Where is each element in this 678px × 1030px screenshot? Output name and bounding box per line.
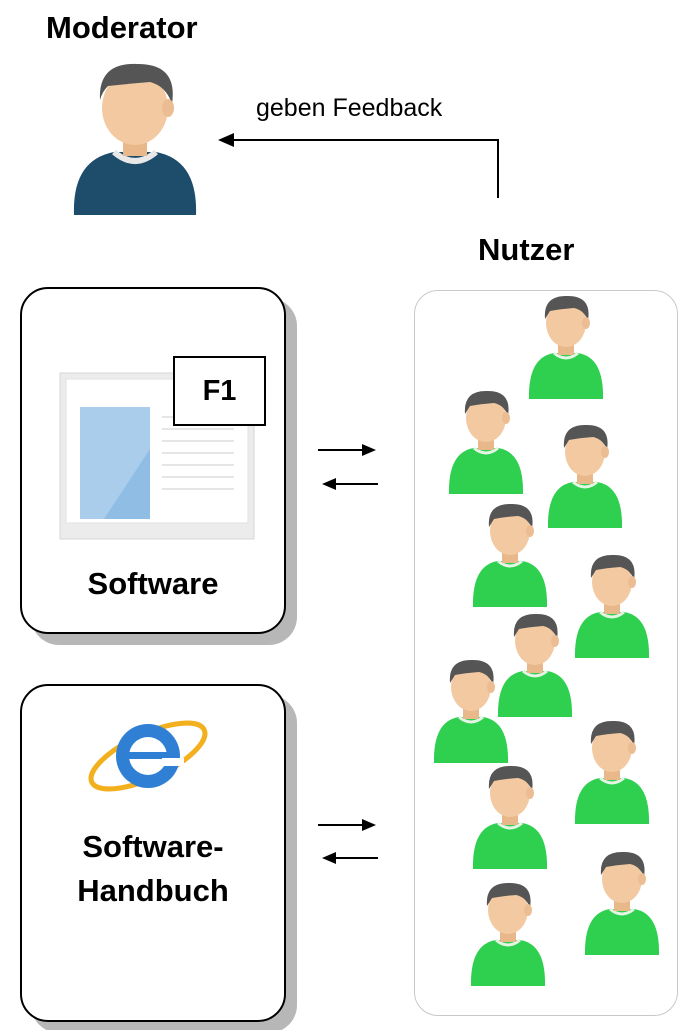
user-figure [433, 659, 509, 763]
user-figure [472, 503, 548, 607]
user-figure [472, 765, 548, 869]
software-label: Software [87, 566, 219, 601]
user-figure [574, 720, 650, 824]
user-figure [497, 613, 573, 717]
software-box: F1 Software [20, 287, 286, 634]
user-figure [528, 295, 604, 399]
manual-box: Software- Handbuch [20, 684, 286, 1022]
moderator-title: Moderator [46, 10, 198, 45]
internet-explorer-icon [88, 720, 208, 792]
user-figure [470, 882, 546, 986]
users-title: Nutzer [478, 232, 575, 267]
feedback-label: geben Feedback [256, 94, 443, 122]
user-figure [448, 390, 524, 494]
manual-label-line1: Software- [82, 829, 224, 864]
user-figure [574, 554, 650, 658]
user-figure [584, 851, 660, 955]
f1-key: F1 [173, 356, 266, 426]
manual-label-line2: Handbuch [77, 873, 229, 908]
user-figure [547, 424, 623, 528]
